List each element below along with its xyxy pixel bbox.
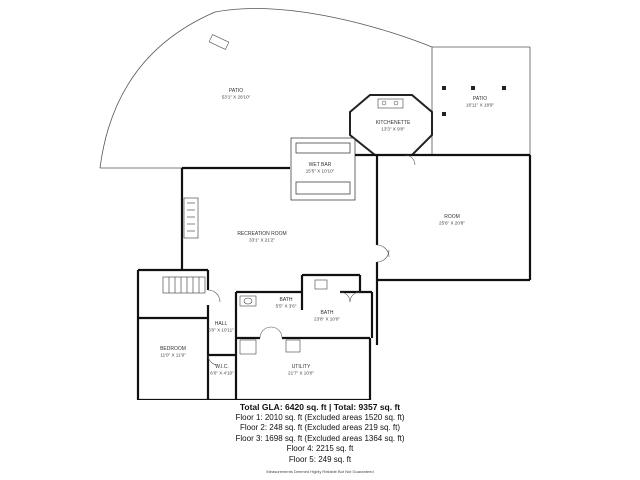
patio-post-1 <box>442 86 446 90</box>
wet-bar-outline <box>290 137 356 201</box>
disclaimer: Measurements Deemed Highly Reliable But … <box>266 469 374 474</box>
room-dims: 25'6" X 20'8" <box>439 221 465 226</box>
room-label-patio-right: PATIO 16'11" X 18'9" <box>466 96 495 108</box>
kitchenette-counter <box>377 98 404 109</box>
stairs <box>162 276 206 294</box>
room-dims: 13'3" X 9'8" <box>381 127 405 132</box>
room-name: BEDROOM <box>160 346 186 352</box>
room-name: PATIO <box>229 88 243 94</box>
room-label-patio-left: PATIO 53'1" X 28'10" <box>222 88 251 100</box>
room-name: BATH <box>280 297 293 303</box>
fireplace-icon <box>183 197 199 239</box>
room-label-wic: W.I.C. 6'0" X 4'10" <box>210 364 234 376</box>
room-name: BATH <box>321 310 334 316</box>
kitchenette-walls <box>349 94 433 156</box>
room-name: HALL <box>215 321 228 327</box>
door-swings <box>207 154 416 366</box>
room-label-hall: HALL 5'0" X 10'11" <box>208 321 234 333</box>
floor-area-1: Floor 1: 2010 sq. ft (Excluded areas 152… <box>235 412 405 422</box>
bath-fixtures <box>239 279 328 355</box>
total-area: Total GLA: 6420 sq. ft | Total: 9357 sq.… <box>239 402 401 412</box>
room-name: KITCHENETTE <box>376 120 411 126</box>
floor-plan: PATIO 53'1" X 28'10" PATIO 16'11" X 18'9… <box>99 8 532 400</box>
patio-post-4 <box>442 112 446 116</box>
room-label-utility: UTILITY 21'7" X 10'0" <box>288 364 314 376</box>
area-summary: Total GLA: 6420 sq. ft | Total: 9357 sq.… <box>0 402 640 475</box>
patio-post-3 <box>502 86 506 90</box>
room-name: W.I.C. <box>215 364 229 370</box>
floor-area-3: Floor 3: 1698 sq. ft (Excluded areas 136… <box>235 433 405 443</box>
room-name: ROOM <box>444 214 460 220</box>
room-dims: 21'7" X 10'0" <box>288 371 314 376</box>
room-label-kitchenette: KITCHENETTE 13'3" X 9'8" <box>376 120 411 132</box>
sink-icon <box>381 100 387 106</box>
room-label-recreation-room: RECREATION ROOM 33'1" X 21'2" <box>237 231 286 243</box>
patio-table-icon <box>208 34 230 50</box>
room-label-wet-bar: WET BAR 15'5" X 10'10" <box>306 162 335 174</box>
room-dims: 15'5" X 10'10" <box>306 169 335 174</box>
room-label-bedroom: BEDROOM 11'0" X 11'9" <box>160 346 186 358</box>
patio-post-2 <box>471 86 475 90</box>
floor-area-2: Floor 2: 248 sq. ft (Excluded areas 219 … <box>239 423 401 432</box>
patio-left-outline <box>99 8 433 169</box>
room-name: RECREATION ROOM <box>237 231 286 237</box>
room-name: WET BAR <box>309 162 332 168</box>
room-label-bath: BATH 23'8" X 10'0" <box>314 310 340 322</box>
room-dims: 33'1" X 21'2" <box>249 238 275 243</box>
cooktop-icon <box>393 100 399 106</box>
room-label-bath-small: BATH 5'5" X 3'6" <box>276 297 297 309</box>
room-dims: 16'11" X 18'9" <box>466 103 495 108</box>
floor-area-5: Floor 5: 249 sq. ft <box>288 454 352 464</box>
floor-area-4: Floor 4: 2215 sq. ft <box>286 444 354 453</box>
room-dims: 5'5" X 3'6" <box>276 304 297 309</box>
room-label-room: ROOM 25'6" X 20'8" <box>439 214 465 226</box>
main-walls <box>136 153 532 400</box>
room-dims: 6'0" X 4'10" <box>210 371 234 376</box>
room-dims: 53'1" X 28'10" <box>222 95 251 100</box>
room-name: UTILITY <box>292 364 311 370</box>
room-name: PATIO <box>473 96 487 102</box>
room-dims: 23'8" X 10'0" <box>314 317 340 322</box>
room-dims: 5'0" X 10'11" <box>208 328 234 333</box>
room-dims: 11'0" X 11'9" <box>160 353 186 358</box>
